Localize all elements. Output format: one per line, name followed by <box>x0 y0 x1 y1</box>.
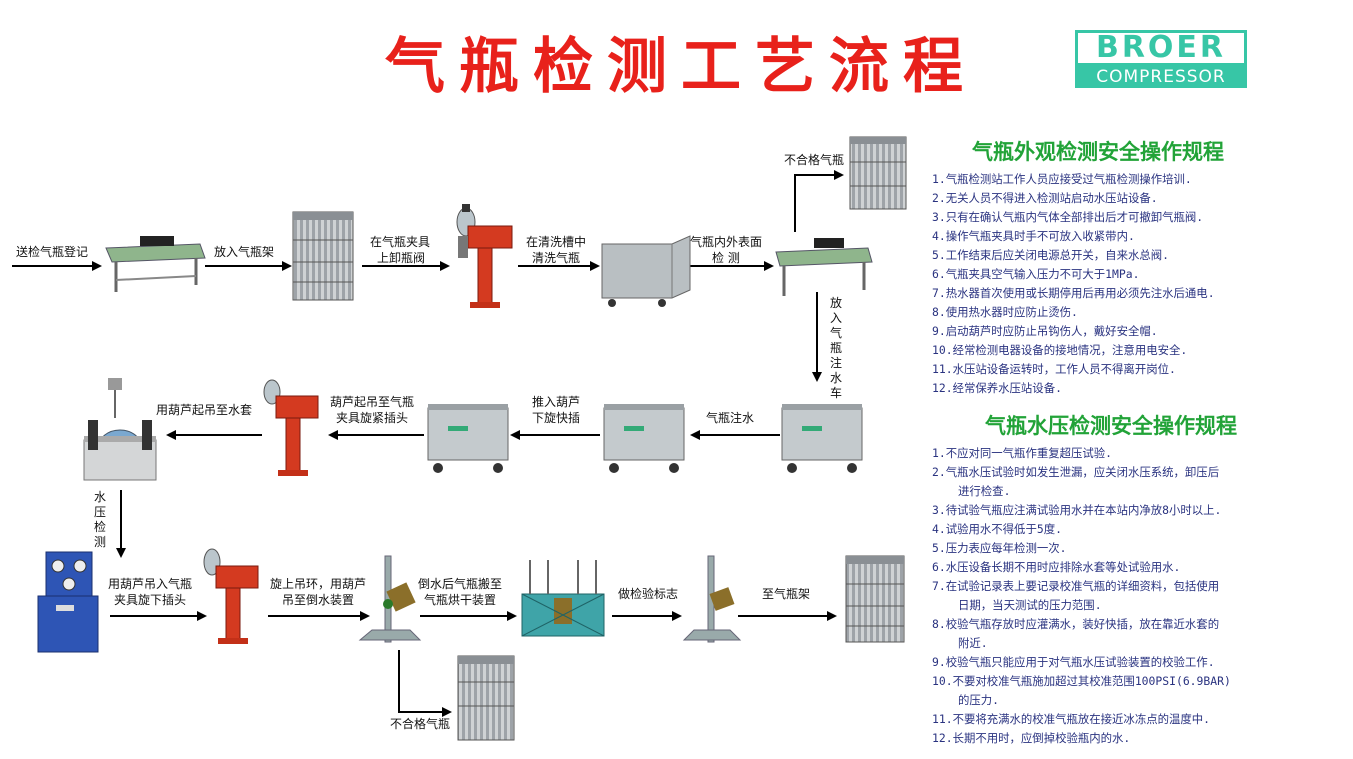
list-item: 6.气瓶夹具空气输入压力不可大于1MPa. <box>932 267 1140 281</box>
list-item: 5.工作结束后应关闭电源总开关，自来水总阀. <box>932 248 1169 262</box>
label-to-rack: 放入气瓶架 <box>214 245 275 259</box>
drying-device-illustration <box>521 560 605 637</box>
label-to-pour-a: 旋上吊环，用葫芦 <box>270 577 367 591</box>
arrow-reject-2 <box>398 650 452 717</box>
label-push-hoist-b: 下旋快插 <box>532 411 581 425</box>
label-hoist-clamp-a: 葫芦起吊至气瓶 <box>330 395 415 409</box>
label-to-final-rack: 至气瓶架 <box>762 587 811 601</box>
list-item: 6.水压设备长期不用时应排除水套等处试验用水. <box>932 560 1181 574</box>
label-mark: 做检验标志 <box>618 587 679 601</box>
broer-logo: BROER COMPRESSOR <box>1075 30 1247 88</box>
appearance-rules-list: 1.气瓶检测站工作人员应接受过气瓶检测操作培训. 2.无关人员不得进入检测站启动… <box>932 170 1215 398</box>
list-item: 12.长期不用时，应倒掉校验瓶内的水. <box>932 731 1131 745</box>
appearance-rules-title: 气瓶外观检测安全操作规程 <box>972 139 1224 164</box>
list-item: 3.只有在确认气瓶内气体全部排出后才可撤卸气瓶阀. <box>932 210 1204 224</box>
list-item-continued: 的压力. <box>958 693 1000 707</box>
label-fill-water: 气瓶注水 <box>706 411 755 425</box>
list-item: 11.水压站设备运转时，工作人员不得离开岗位. <box>932 362 1176 376</box>
hydro-rules-title: 气瓶水压检测安全操作规程 <box>985 413 1237 438</box>
hydro-rules-list: 1.不应对同一气瓶作重复超压试验. 2.气瓶水压试验时如发生泄漏，应关闭水压系统… <box>932 444 1231 748</box>
label-to-fill-cart: 放入气瓶注水车 <box>829 296 842 400</box>
inspection-table-illustration <box>775 238 873 296</box>
list-item: 2.气瓶水压试验时如发生泄漏，应关闭水压系统，卸压后 <box>932 465 1220 479</box>
list-item: 3.待试验气瓶应注满试验用水并在本站内净放8小时以上. <box>932 503 1222 517</box>
cylinder-rack-1 <box>292 211 354 301</box>
hydro-test-cabinet <box>37 551 99 653</box>
process-flow-diagram <box>12 136 907 741</box>
clamp-machine-2 <box>263 379 319 476</box>
water-fill-cart-3 <box>427 404 509 473</box>
water-jacket-illustration <box>83 378 157 481</box>
label-wash-a: 在清洗槽中 <box>526 235 587 249</box>
list-item: 12.经常保养水压站设备. <box>932 381 1062 395</box>
label-to-pour-b: 吊至倒水装置 <box>282 593 355 607</box>
list-item-continued: 进行检查. <box>958 484 1011 498</box>
list-item: 9.校验气瓶只能应用于对气瓶水压试验装置的校验工作. <box>932 655 1215 669</box>
list-item: 8.使用热水器时应防止烫伤. <box>932 305 1078 319</box>
label-push-hoist-a: 推入葫芦 <box>532 395 581 409</box>
list-item: 1.不应对同一气瓶作重复超压试验. <box>932 446 1113 460</box>
label-reject-1: 不合格气瓶 <box>784 153 845 167</box>
label-to-dry-a: 倒水后气瓶搬至 <box>418 577 503 591</box>
list-item: 2.无关人员不得进入检测站启动水压站设备. <box>932 191 1158 205</box>
list-item: 10.不要对校准气瓶施加超过其校准范围100PSI(6.9BAR) <box>932 674 1231 688</box>
arrow-reject-1 <box>794 170 844 232</box>
list-item-continued: 附近. <box>958 636 988 650</box>
list-item-continued: 日期，当天测试的压力范围. <box>958 598 1102 612</box>
wash-tank-illustration <box>601 235 691 307</box>
marking-stand-illustration <box>682 555 742 643</box>
list-item: 1.气瓶检测站工作人员应接受过气瓶检测操作培训. <box>932 172 1192 186</box>
list-item: 9.启动葫芦时应防止吊钩伤人，戴好安全帽. <box>932 324 1158 338</box>
page-title: 气瓶检测工艺流程 <box>385 32 977 102</box>
water-fill-cart-1 <box>781 404 863 473</box>
logo-subtitle: COMPRESSOR <box>1075 66 1247 88</box>
list-item: 8.校验气瓶存放时应灌满水，装好快插，放在靠近水套的 <box>932 617 1220 631</box>
list-item: 7.在试验记录表上要记录校准气瓶的详细资料，包括使用 <box>932 579 1220 593</box>
cylinder-rack-final <box>845 555 905 643</box>
water-fill-cart-2 <box>603 404 685 473</box>
label-register: 送检气瓶登记 <box>16 245 89 259</box>
label-clamp-a: 在气瓶夹具 <box>370 235 431 249</box>
label-to-dry-b: 气瓶烘干装置 <box>424 593 497 607</box>
label-inspect-a: 气瓶内外表面 <box>690 235 763 249</box>
list-item: 5.压力表应每年检测一次. <box>932 541 1067 555</box>
label-hydro-test: 水压检测 <box>93 490 106 549</box>
label-hoist-clamp-b: 夹具旋紧插头 <box>336 411 409 425</box>
registration-table-illustration <box>105 236 206 292</box>
label-inspect-b: 检 测 <box>712 251 740 265</box>
list-item: 7.热水器首次使用或长期停用后再用必须先注水后通电. <box>932 286 1215 300</box>
list-item: 11.不要将充满水的校准气瓶放在接近冰冻点的温度中. <box>932 712 1211 726</box>
label-clamp-b: 上卸瓶阀 <box>377 251 426 265</box>
reject-rack-1 <box>849 136 907 210</box>
pour-device-illustration <box>358 555 422 643</box>
label-release-a: 用葫芦吊入气瓶 <box>108 577 193 591</box>
reject-rack-2 <box>457 655 515 741</box>
label-release-b: 夹具旋下插头 <box>114 593 187 607</box>
list-item: 4.操作气瓶夹具时手不可放入收紧带内. <box>932 229 1135 243</box>
label-reject-2: 不合格气瓶 <box>390 717 451 731</box>
list-item: 4.试验用水不得低于5度. <box>932 522 1062 536</box>
clamp-machine-1 <box>456 204 513 308</box>
clamp-machine-3 <box>203 548 259 644</box>
label-to-jacket: 用葫芦起吊至水套 <box>156 403 253 417</box>
label-wash-b: 清洗气瓶 <box>532 251 581 265</box>
logo-wordmark: BROER <box>1075 30 1247 66</box>
list-item: 10.经常检测电器设备的接地情况，注意用电安全. <box>932 343 1188 357</box>
